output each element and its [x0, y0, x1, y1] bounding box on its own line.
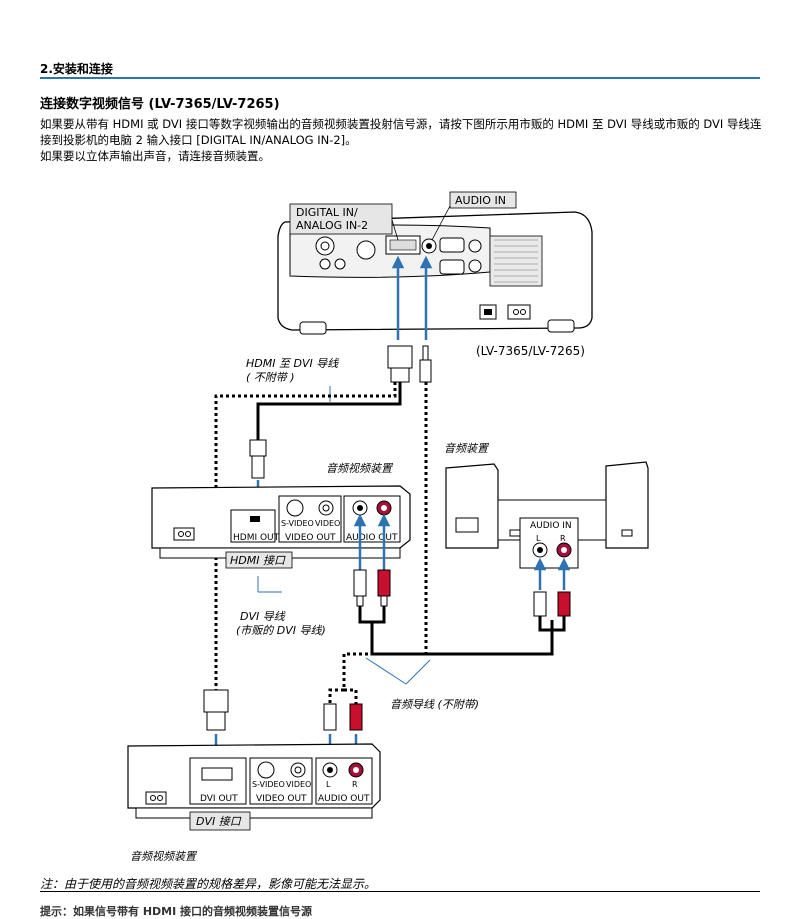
l-label-speaker: L [536, 534, 541, 543]
dvi-cable-label: DVI 导线 [240, 610, 286, 623]
rca-plug-white-speaker [533, 591, 547, 617]
section-title: 2.安装和连接 [40, 62, 113, 76]
analog-in-label: ANALOG IN-2 [296, 219, 368, 232]
r-label-speaker: R [560, 534, 566, 543]
audio-in-label: AUDIO IN [455, 194, 506, 207]
s-video-label-top: S-VIDEO [281, 519, 314, 528]
audio-device-label: 音频装置 [444, 442, 490, 455]
av-device-top-label: 音频视频装置 [326, 462, 394, 475]
dvi-cable-sub-label: (市贩的 DVI 导线) [236, 624, 326, 637]
dvi-port-box [189, 811, 251, 831]
s-video-label-bottom: S-VIDEO [252, 780, 285, 789]
page-heading: 连接数字视频信号 (LV-7365/LV-7265) [40, 97, 280, 112]
l-label-bottom: L [326, 780, 331, 789]
r-label-bottom: R [352, 780, 358, 789]
dvi-port-label: DVI 接口 [196, 815, 242, 828]
hdmi-plug [249, 439, 267, 457]
digital-in-label: DIGITAL IN/ [296, 206, 358, 219]
audio-in-label-box [449, 191, 517, 209]
dvi-out-label: DVI OUT [200, 794, 238, 804]
rca-plug-red-speaker [557, 591, 571, 617]
av-device-top [151, 485, 411, 559]
rca-plug-red-bottom [349, 703, 363, 731]
footnote-divider [40, 891, 760, 892]
hdmi-port-box [225, 551, 293, 569]
hdmi-port-label: HDMI 接口 [230, 554, 286, 567]
intro-paragraph: 如果要从带有 HDMI 或 DVI 接口等数字视频输出的音频视频装置投射信号源，… [40, 117, 762, 147]
rca-plug-red-top [377, 569, 391, 597]
mini-jack-plug [422, 345, 429, 361]
footnote: 注：由于使用的音频视频装置的规格差异，影像可能无法显示。 [40, 877, 377, 891]
not-included-label: ( 不附带 ) [246, 371, 295, 384]
video-out-label-top: VIDEO OUT [285, 533, 336, 543]
audio-cable-label: 音频导线 (不附带) [390, 698, 479, 711]
tip-text: 提示：如果信号带有 HDMI 接口的音频视频装置信号源 [40, 905, 313, 918]
audio-out-label-bottom: AUDIO OUT [318, 794, 370, 804]
digital-in-label-box [289, 203, 393, 235]
rca-plug-white-top [353, 569, 367, 597]
av-device-bottom-label: 音频视频装置 [130, 850, 198, 863]
model-label: (LV-7365/LV-7265) [476, 344, 585, 358]
speaker-audio-in-label: AUDIO IN [530, 521, 572, 531]
dvi-plug-bottom [203, 689, 229, 713]
video-label-top: VIDEO [315, 519, 340, 528]
dvi-plug [387, 345, 413, 369]
video-label-bottom: VIDEO [286, 780, 311, 789]
audio-out-label-top: AUDIO OUT [346, 533, 398, 543]
audio-device [445, 461, 649, 569]
video-out-label-bottom: VIDEO OUT [256, 794, 307, 804]
hdmi-dvi-cable-label: HDMI 至 DVI 导线 [246, 357, 339, 370]
stereo-paragraph: 如果要以立体声输出声音，请连接音频装置。 [40, 149, 270, 163]
section-divider [40, 77, 760, 79]
av-device-bottom [127, 743, 381, 819]
projector [277, 211, 593, 335]
rca-plug-white-bottom [323, 703, 337, 731]
hdmi-out-label: HDMI OUT [233, 533, 280, 543]
